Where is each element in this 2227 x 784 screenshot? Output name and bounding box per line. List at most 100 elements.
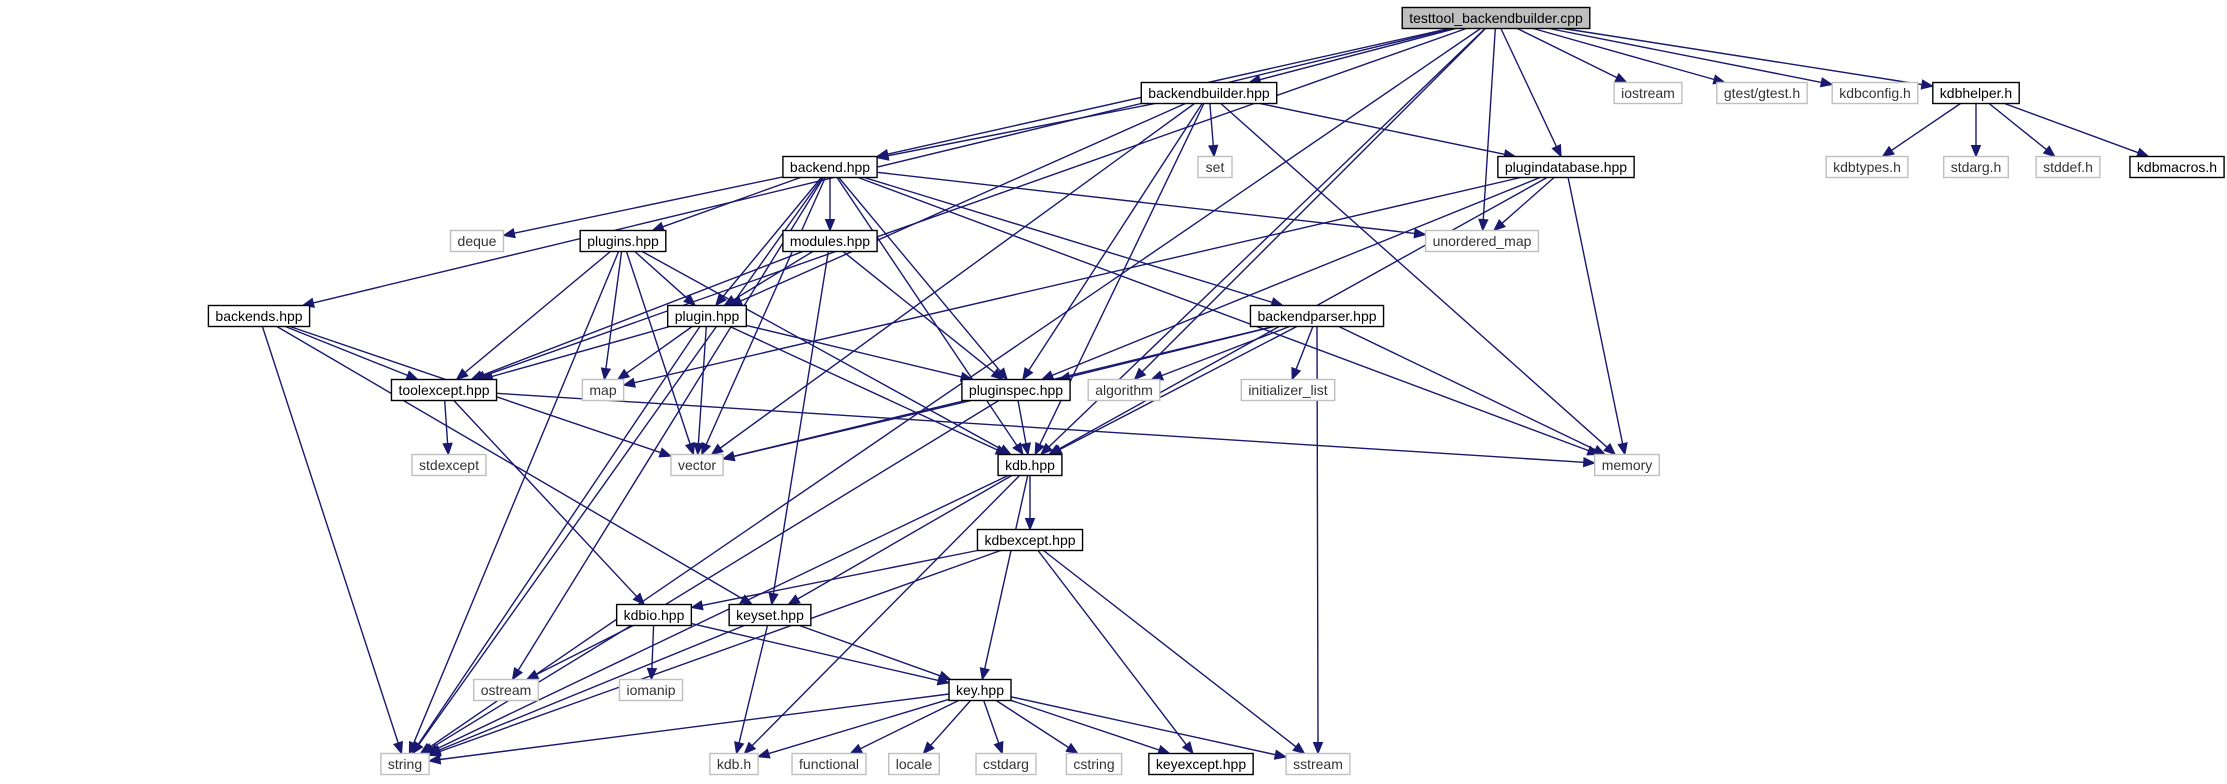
edge-line: [799, 624, 941, 677]
edge-root-to-kdbhelper: [1563, 27, 1935, 90]
node-box: [449, 229, 505, 253]
node-kdbmacros[interactable]: kdbmacros.h: [2129, 155, 2225, 179]
node-box: [975, 752, 1037, 776]
node-kdb-h: kdb.h: [709, 752, 759, 776]
node-root[interactable]: testtool_backendbuilder.cpp: [1401, 6, 1591, 30]
node-label: kdbexcept.hpp: [984, 532, 1075, 548]
node-string: string: [380, 752, 430, 776]
node-kdbexcept[interactable]: kdbexcept.hpp: [976, 528, 1084, 552]
edge-line: [1048, 27, 1486, 448]
edge-plugin-to-map: [616, 325, 693, 381]
edge-kdb-hpp-to-string: [425, 474, 1009, 755]
node-backends[interactable]: backends.hpp: [207, 304, 311, 328]
node-backendbuilder[interactable]: backendbuilder.hpp: [1140, 81, 1278, 105]
edge-key-to-sstream: [1010, 696, 1288, 760]
edge-line: [1043, 549, 1297, 748]
edge-line: [439, 693, 950, 761]
edge-line: [1161, 325, 1290, 377]
edge-line: [1563, 27, 1923, 86]
edge-kdbhelper-to-kdbmacros: [2004, 102, 2150, 158]
edge-arrowhead: [427, 744, 442, 755]
node-keyset[interactable]: keyset.hpp: [728, 603, 812, 627]
node-box: [1716, 81, 1808, 105]
edge-arrowhead: [502, 227, 516, 239]
edge-arrowhead: [1819, 77, 1834, 88]
edge-line: [1059, 325, 1298, 451]
node-box: [666, 304, 748, 328]
edge-line: [772, 251, 829, 594]
node-plugindatabase[interactable]: plugindatabase.hpp: [1497, 155, 1635, 179]
edge-arrowhead: [658, 447, 673, 458]
node-kdbio[interactable]: kdbio.hpp: [615, 603, 693, 627]
edge-line: [751, 475, 1021, 747]
edge-arrowhead: [1970, 145, 1982, 158]
node-plugin[interactable]: plugin.hpp: [666, 304, 748, 328]
node-label: kdbtypes.h: [1833, 159, 1901, 175]
edge-line: [514, 176, 784, 234]
node-kdb-hpp[interactable]: kdb.hpp: [997, 453, 1063, 477]
edge-line: [984, 475, 1029, 669]
node-box: [618, 678, 684, 702]
edge-arrowhead: [721, 451, 736, 462]
edge-line: [1259, 102, 1505, 155]
node-box: [782, 229, 878, 253]
node-box: [1140, 81, 1278, 105]
edge-arrowhead: [651, 221, 665, 232]
edge-plugindatabase-to-map: [622, 176, 1521, 388]
edge-line: [439, 624, 745, 751]
node-modules[interactable]: modules.hpp: [782, 229, 878, 253]
edge-arrowhead: [411, 741, 423, 755]
edge-toolexcept-to-kdbio: [453, 400, 646, 606]
edge-arrowhead: [1034, 441, 1045, 456]
edge-arrowhead: [1478, 218, 1489, 232]
node-functional: functional: [791, 752, 867, 776]
node-key[interactable]: key.hpp: [948, 678, 1012, 702]
edge-kdbhelper-to-stdarg: [1970, 103, 1982, 158]
node-label: plugin.hpp: [675, 308, 740, 324]
node-box: [1594, 453, 1660, 477]
edge-key-to-string: [427, 693, 950, 765]
node-plugins[interactable]: plugins.hpp: [579, 229, 667, 253]
node-box: [473, 678, 539, 702]
edge-line: [651, 625, 655, 669]
edge-arrowhead: [1614, 72, 1628, 84]
edge-kdbexcept-to-keyexcept: [1037, 550, 1194, 755]
node-box: [1613, 81, 1683, 105]
node-label: ostream: [481, 682, 532, 698]
edge-line: [1482, 28, 1496, 220]
node-label: functional: [799, 756, 859, 772]
edge-arrowhead: [1020, 442, 1032, 456]
node-stdexcept: stdexcept: [411, 453, 487, 477]
node-toolexcept[interactable]: toolexcept.hpp: [390, 378, 498, 402]
edge-line: [719, 102, 1195, 449]
edge-line: [1501, 176, 1555, 224]
node-vector: vector: [670, 453, 724, 477]
edge-arrowhead: [824, 219, 836, 232]
edge-arrowhead: [616, 368, 631, 381]
edge-arrowhead: [1617, 442, 1628, 456]
node-label: backend.hpp: [790, 159, 870, 175]
edge-arrowhead: [600, 367, 612, 381]
node-box: [2129, 155, 2225, 179]
edge-backendparser-to-memory: [1338, 325, 1607, 456]
node-box: [1285, 752, 1351, 776]
node-keyexcept[interactable]: keyexcept.hpp: [1148, 752, 1254, 776]
edge-line: [842, 250, 995, 374]
edge-line: [1017, 400, 1027, 444]
node-label: gtest/gtest.h: [1724, 85, 1800, 101]
edge-pluginspec-to-vector: [721, 399, 972, 462]
node-box: [615, 603, 693, 627]
node-pluginspec[interactable]: pluginspec.hpp: [961, 378, 1071, 402]
edge-arrowhead: [511, 666, 523, 681]
node-kdbhelper[interactable]: kdbhelper.h: [1932, 81, 2020, 105]
edge-modules-to-keyset: [768, 251, 829, 606]
edge-line: [1010, 696, 1276, 756]
edge-pluginspec-to-kdb-hpp: [1017, 400, 1032, 456]
edge-arrowhead: [1024, 518, 1036, 531]
edge-line: [536, 624, 634, 676]
node-backend[interactable]: backend.hpp: [782, 155, 878, 179]
node-unordered-map: unordered_map: [1424, 229, 1540, 253]
node-backendparser[interactable]: backendparser.hpp: [1249, 304, 1385, 328]
edge-backends-to-toolexcept: [285, 325, 420, 381]
edge-arrowhead: [1881, 145, 1895, 158]
